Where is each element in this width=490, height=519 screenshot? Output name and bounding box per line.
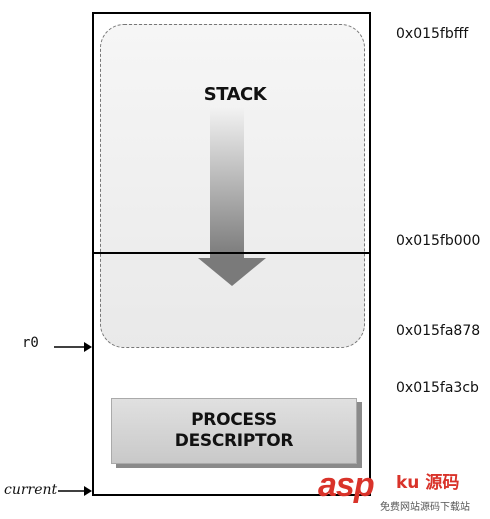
current-arrow xyxy=(58,486,92,496)
process-descriptor-line2: DESCRIPTOR xyxy=(174,431,294,451)
r0-arrow xyxy=(54,342,92,352)
address-top: 0x015fbfff xyxy=(396,26,469,42)
current-label: current xyxy=(4,482,58,498)
address-boundary: 0x015fb000 xyxy=(396,233,481,249)
stack-label: STACK xyxy=(203,84,267,105)
r0-label: r0 xyxy=(22,335,39,351)
boundary-line xyxy=(92,252,371,254)
watermark-main: asp xyxy=(318,466,375,504)
watermark-sub: 免费网站源码下载站 xyxy=(380,502,470,513)
address-r0: 0x015fa878 xyxy=(396,323,481,339)
watermark-side: ku 源码 xyxy=(396,473,460,493)
address-descriptor: 0x015fa3cb xyxy=(396,380,479,396)
process-descriptor-line1: PROCESS xyxy=(191,410,277,430)
stack-growth-arrow xyxy=(198,108,266,286)
watermark: asp ku 源码 免费网站源码下载站 xyxy=(318,466,470,513)
process-descriptor: PROCESS DESCRIPTOR xyxy=(111,398,357,464)
